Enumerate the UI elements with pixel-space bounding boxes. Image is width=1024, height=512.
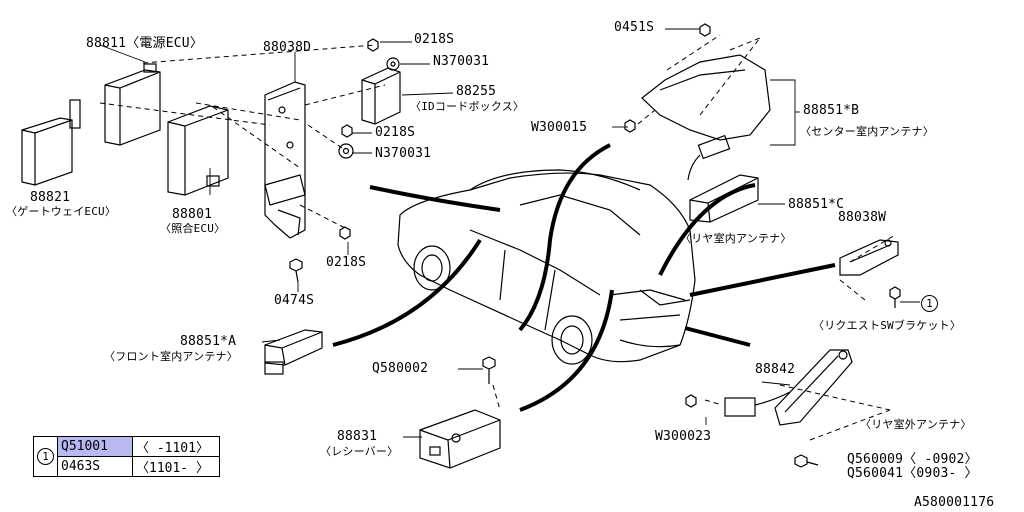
label-88255: 88255: [456, 84, 497, 99]
rear-interior-antenna-part: [689, 174, 759, 223]
ref-circle-1: 1: [921, 295, 938, 312]
front-antenna-part: [264, 329, 323, 375]
parts-reference-table: 1 Q51001 〈 -1101〉 0463S 〈1101- 〉: [33, 436, 220, 477]
receiver-part: [419, 409, 501, 469]
label-88831-desc: 〈レシーバー〉: [320, 445, 399, 458]
bracket-88038d-part: [264, 81, 306, 239]
label-88851c-desc: 〈リヤ室内アンテナ〉: [680, 232, 792, 245]
date-range-cell: 〈1101- 〉: [132, 456, 220, 477]
label-0218s-low: 0218S: [326, 255, 367, 270]
label-88851c: 88851*C: [788, 197, 845, 212]
request-sw-bracket-part: [839, 239, 899, 276]
label-88038w: 88038W: [838, 210, 887, 225]
label-88811: 88811〈電源ECU〉: [86, 36, 204, 51]
label-n370031-top: N370031: [433, 54, 490, 69]
car-illustration: [397, 169, 696, 365]
label-88851a-desc: 〈フロント室内アンテナ〉: [104, 350, 238, 363]
label-0474s: 0474S: [274, 293, 315, 308]
label-88038d: 88038D: [263, 40, 312, 55]
date-range-cell: 〈 -1101〉: [132, 436, 220, 457]
center-antenna-part: [641, 54, 771, 181]
ref-number-cell: 1: [33, 436, 58, 477]
id-code-box-part: [361, 67, 401, 125]
label-q560041: Q560041〈0903- 〉: [847, 466, 978, 481]
label-q560009: Q560009〈 -0902〉: [847, 452, 978, 467]
label-rear-exterior-antenna: 〈リヤ室外アンテナ〉: [860, 418, 972, 431]
label-88801-desc: 〈照合ECU〉: [160, 222, 226, 235]
part-number-cell[interactable]: Q51001: [57, 436, 133, 457]
label-88851a: 88851*A: [180, 334, 237, 349]
label-0218s-mid: 0218S: [375, 125, 416, 140]
label-88851b-desc: 〈センター室内アンテナ〉: [800, 125, 934, 138]
label-88821: 88821: [30, 190, 71, 205]
label-request-sw-bracket: 〈リクエストSWブラケット〉: [813, 319, 962, 332]
label-n370031-mid: N370031: [375, 146, 432, 161]
label-w300023: W300023: [655, 429, 712, 444]
label-88842: 88842: [755, 362, 796, 377]
fasteners: [289, 23, 901, 468]
label-88255-desc: 〈IDコードボックス〉: [410, 100, 525, 113]
power-ecu-part: [104, 63, 161, 146]
label-88801: 88801: [172, 207, 213, 222]
table-row: 0463S 〈1101- 〉: [34, 456, 220, 477]
label-88821-desc: 〈ゲートウェイECU〉: [6, 205, 117, 218]
label-0451s: 0451S: [614, 20, 655, 35]
table-row: 1 Q51001 〈 -1101〉: [33, 436, 220, 477]
label-0218s-top: 0218S: [414, 32, 455, 47]
gateway-ecu-part: [21, 99, 81, 186]
label-88831: 88831: [337, 429, 378, 444]
verification-ecu-part: [167, 105, 229, 196]
part-number-cell[interactable]: 0463S: [57, 456, 133, 477]
label-w300015: W300015: [531, 120, 588, 135]
diagram-id: A580001176: [914, 495, 995, 510]
label-q580002: Q580002: [372, 361, 429, 376]
label-88851b: 88851*B: [803, 103, 860, 118]
rear-exterior-antenna-part: [724, 349, 853, 426]
